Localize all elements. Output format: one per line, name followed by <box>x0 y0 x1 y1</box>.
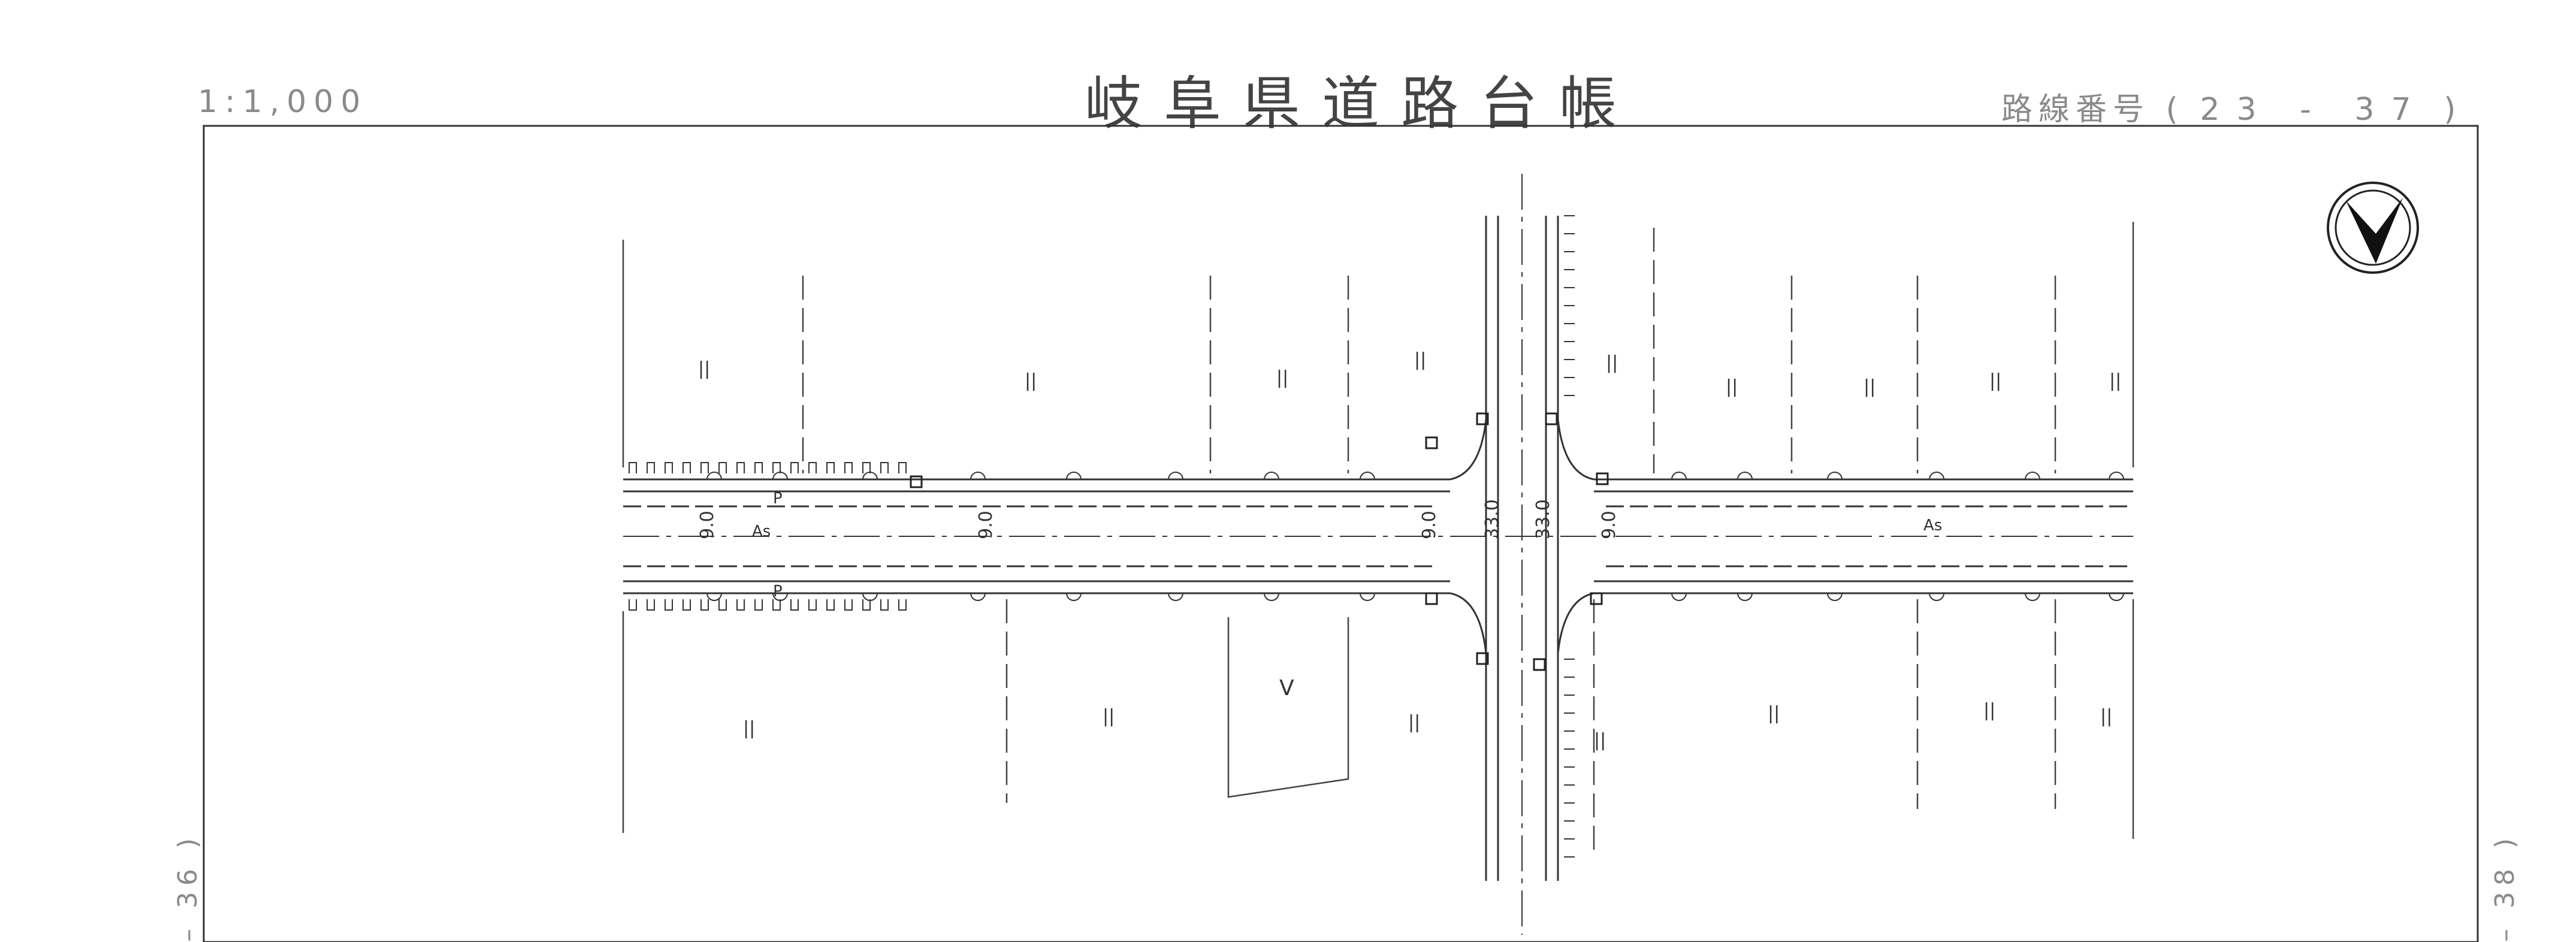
land-label-1: || <box>698 358 710 379</box>
route-label: 路線番号 <box>2001 92 2151 128</box>
width-label-cross-e: 33.0 <box>1533 499 1554 539</box>
fence-markings <box>629 215 1575 858</box>
land-label-11: || <box>1103 706 1115 727</box>
route-number: 23 - 37 <box>2200 92 2428 128</box>
route-number-box: 路線番号 ( 23 - 37 ) <box>2001 84 2462 129</box>
land-label-4: || <box>1414 349 1426 370</box>
width-label-west: 9.0 <box>697 511 718 539</box>
land-label-v: V <box>1279 676 1294 701</box>
route-open-paren: ( <box>2166 92 2184 128</box>
surface-label-east: As <box>1923 517 1942 535</box>
land-label-12: || <box>1408 712 1420 733</box>
land-label-10: || <box>743 718 755 739</box>
north-arrow-icon <box>2327 182 2419 274</box>
width-label-cross-w: 33.0 <box>1482 499 1503 539</box>
land-label-5: || <box>1606 352 1618 373</box>
scale-label: 1:1,000 <box>198 84 368 120</box>
surface-label-west: As <box>752 523 771 541</box>
kerb-marks <box>706 472 2124 601</box>
main-road <box>623 478 2133 594</box>
sidewalk-label-s: P <box>773 582 783 600</box>
land-label-8: || <box>1989 370 2001 391</box>
land-label-14: || <box>1768 703 1780 724</box>
land-label-16: || <box>2100 706 2112 727</box>
land-label-2: || <box>1025 370 1037 391</box>
land-label-9: || <box>2109 370 2121 391</box>
drawing-frame <box>203 125 2479 942</box>
land-label-15: || <box>1983 700 1995 721</box>
land-label-7: || <box>1864 376 1876 397</box>
dashed-parcel-lines <box>802 228 2056 851</box>
width-label-west2: 9.0 <box>976 511 996 539</box>
map-labels: 9.0 9.0 9.0 33.0 33.0 9.0 As As P P || |… <box>697 349 2121 751</box>
land-label-6: || <box>1726 376 1738 397</box>
width-label-mid: 9.0 <box>1419 511 1440 539</box>
cross-road <box>1449 174 1594 935</box>
route-close-paren: ) <box>2444 92 2462 128</box>
land-label-13: || <box>1594 730 1606 751</box>
manhole-markers <box>910 412 1609 671</box>
sidewalk-label-n: P <box>773 490 783 508</box>
width-label-east: 9.0 <box>1599 511 1620 539</box>
parcel-lines <box>622 222 2134 839</box>
land-label-3: || <box>1276 367 1288 388</box>
